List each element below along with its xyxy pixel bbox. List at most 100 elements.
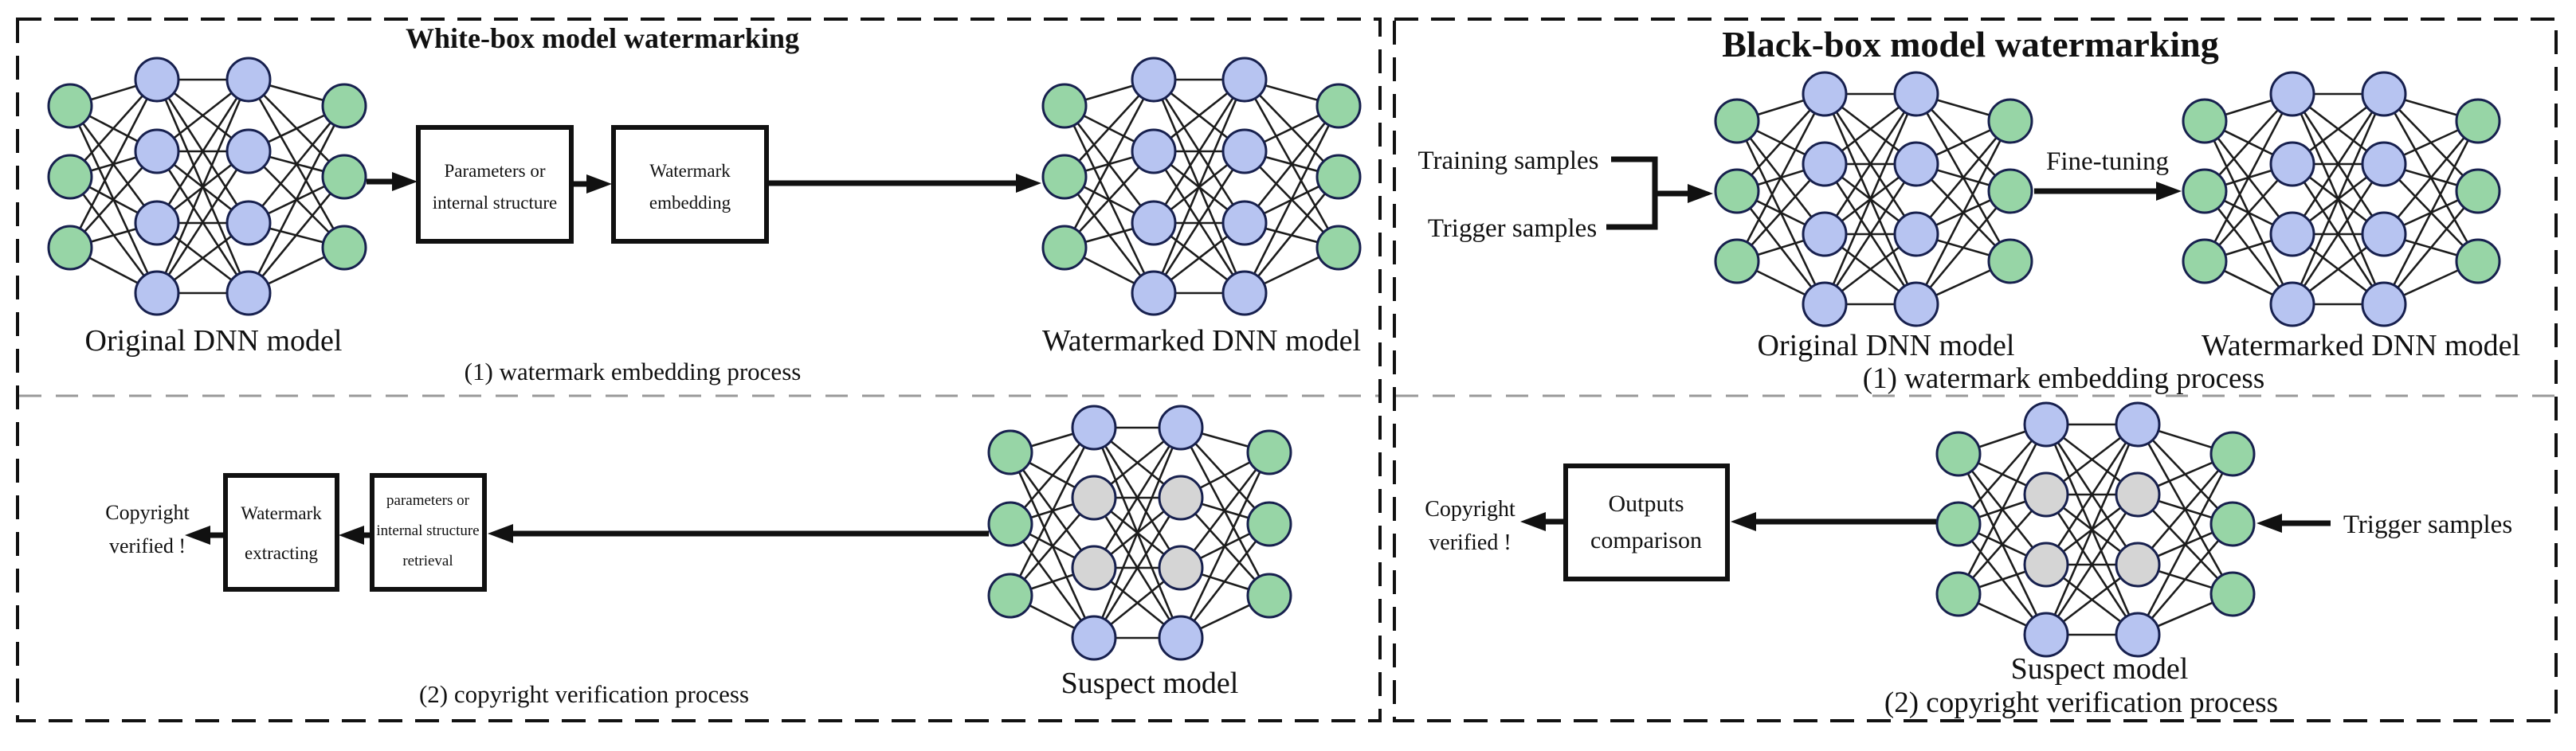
network-edge <box>1092 427 1182 639</box>
network-edge <box>1179 452 1271 639</box>
network-edge <box>1179 452 1271 569</box>
network-node-blue <box>134 57 180 103</box>
network-node-green <box>321 83 367 129</box>
arrow-retrieval-to-extracting <box>339 526 372 545</box>
network-edge <box>1915 120 2012 305</box>
arrow-original-to-params <box>367 172 418 191</box>
network-node-green <box>1714 98 1760 144</box>
blackbox-panel-border <box>1393 18 2558 722</box>
network-edge <box>2291 93 2386 305</box>
network-node-blue <box>1071 615 1117 661</box>
network-node-green <box>47 225 93 271</box>
network-node-green <box>2182 98 2228 144</box>
fine-tuning-label: Fine-tuning <box>2046 147 2169 176</box>
watermark-embedding-box <box>611 125 769 244</box>
whitebox-original-dnn-network <box>47 57 367 316</box>
outputs-comparison-box-line1: Outputs <box>1608 491 1684 517</box>
network-node-blue <box>1802 211 1848 257</box>
network-node-blue <box>1893 141 1939 187</box>
network-node-green <box>1246 429 1292 475</box>
whitebox-watermarked-dnn-label: Watermarked DNN model <box>1042 324 1361 358</box>
network-node-blue <box>1893 211 1939 257</box>
network-node-green <box>1714 168 1760 214</box>
network-node-green <box>1315 83 1362 129</box>
network-node-green <box>1987 98 2033 144</box>
whitebox-suspect-model-network <box>987 405 1292 661</box>
arrow-head <box>339 526 364 545</box>
outputs-comparison-box-line2: comparison <box>1590 527 1702 553</box>
blackbox-original-dnn-network <box>1714 71 2033 327</box>
whitebox-title: White-box model watermarking <box>406 22 799 54</box>
arrow-embedding-to-watermarked <box>767 174 1041 193</box>
network-node-blue <box>134 200 180 246</box>
arrow-head <box>1520 512 1546 531</box>
network-edge <box>1092 427 1182 569</box>
blackbox-copyright-line2: verified ! <box>1429 530 1511 555</box>
arrow-outputs-to-copyright <box>1520 512 1566 531</box>
network-node-green <box>1246 501 1292 547</box>
network-node-blue <box>2361 141 2407 187</box>
network-edge <box>1063 79 1155 248</box>
network-node-blue <box>1131 57 1177 103</box>
network-node-blue <box>134 270 180 316</box>
network-node-gray <box>1158 475 1204 521</box>
network-node-blue <box>1221 57 1268 103</box>
network-edge <box>1915 120 2011 235</box>
arrow-suspect-to-outputs <box>1731 512 1936 531</box>
network-node-green <box>2182 168 2228 214</box>
network-node-gray <box>2023 471 2069 518</box>
blackbox-copyright-line1: Copyright <box>1425 497 1515 522</box>
network-node-blue <box>1802 71 1848 117</box>
network-node-green <box>321 154 367 200</box>
blackbox-suspect-model-network <box>1935 401 2256 658</box>
arrow-head <box>586 174 612 194</box>
network-node-green <box>1987 168 2033 214</box>
arrow-head <box>1731 512 1756 531</box>
retrieval-box-line1: parameters or <box>386 492 470 509</box>
network-node-green <box>1246 573 1292 619</box>
network-node-blue <box>1071 405 1117 451</box>
network-node-blue <box>134 128 180 174</box>
arrow-suspect-to-retrieval <box>488 524 989 543</box>
parameters-box-line2: internal structure <box>433 193 557 213</box>
network-node-blue <box>2269 281 2315 327</box>
network-edge <box>1009 427 1096 596</box>
network-edge <box>2291 93 2386 235</box>
network-edge <box>2136 453 2234 636</box>
network-node-green <box>321 225 367 271</box>
network-node-blue <box>2269 211 2315 257</box>
arrow-head <box>2256 514 2282 533</box>
training-samples-label: Training samples <box>1417 147 1598 175</box>
network-node-green <box>1315 225 1362 271</box>
network-node-green <box>1041 83 1088 129</box>
whitebox-panel-border <box>16 18 1382 722</box>
blackbox-embedding-caption: (1) watermark embedding process <box>1863 362 2264 395</box>
watermark-extracting-box <box>223 473 339 592</box>
arrow-head <box>1016 174 1041 193</box>
network-node-green <box>1935 501 1982 547</box>
whitebox-watermarked-dnn-network <box>1041 57 1362 316</box>
network-node-blue <box>2023 401 2069 448</box>
network-edge <box>1243 105 1340 224</box>
arrow-head <box>1688 184 1713 203</box>
network-node-green <box>2209 501 2256 547</box>
network-edge <box>1152 79 1246 294</box>
retrieval-box-line3: retrieval <box>402 553 453 569</box>
network-node-gray <box>2115 471 2161 518</box>
network-node-blue <box>1131 128 1177 174</box>
parameters-box <box>416 125 574 244</box>
samples-bracket <box>1606 156 1658 230</box>
network-node-blue <box>225 57 272 103</box>
network-edge <box>2137 453 2233 565</box>
arrow-head <box>392 172 418 191</box>
retrieval-box <box>370 473 487 592</box>
arrow-params-to-embedding <box>571 174 612 194</box>
whitebox-copyright-line1: Copyright <box>105 501 190 524</box>
parameters-box-line1: Parameters or <box>444 161 545 181</box>
network-edge <box>247 105 346 294</box>
network-node-blue <box>225 128 272 174</box>
network-edge <box>155 79 250 294</box>
network-node-green <box>47 154 93 200</box>
network-node-blue <box>1893 71 1939 117</box>
